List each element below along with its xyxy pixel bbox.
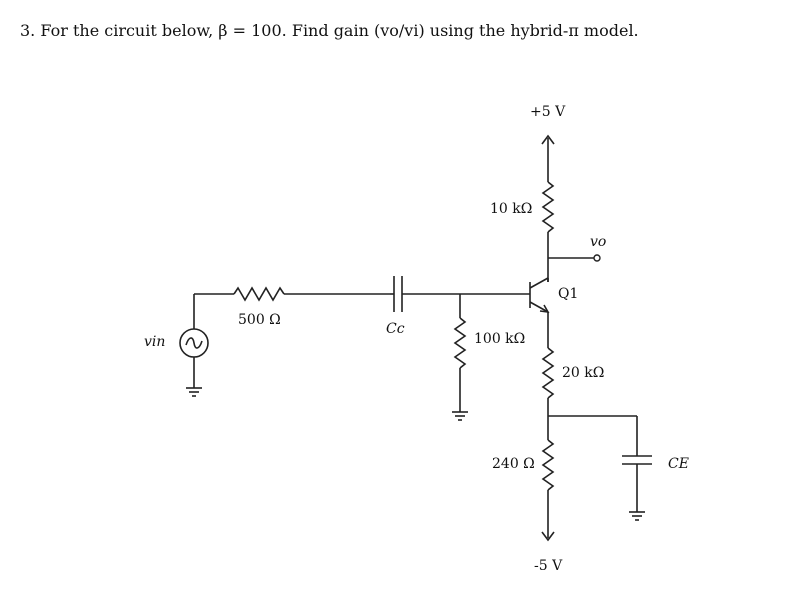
cc-label: Cc [386,321,405,337]
ground-ce [629,511,645,521]
vee-supply [541,531,555,542]
cc-capacitor [390,276,403,312]
vee-label: -5 V [534,558,563,574]
rb-resistor [453,317,467,369]
ce-capacitor [622,416,652,512]
re2-label: 240 Ω [492,456,535,472]
q1-label: Q1 [558,286,578,302]
re2-resistor [541,439,555,491]
rc-label: 10 kΩ [490,201,532,217]
re1-label: 20 kΩ [562,365,604,381]
problem-number: 3. [20,21,36,40]
problem-statement: 3. For the circuit below, β = 100. Find … [20,20,780,42]
re1-resistor [541,347,555,399]
ground-rb [452,411,468,421]
rs-resistor [233,286,285,302]
q1-transistor [529,277,550,313]
vo-output-node [548,254,601,262]
vin-source [179,294,209,388]
rc-resistor [541,181,555,233]
ce-label: CE [668,456,689,472]
ground-vin [186,387,202,397]
vo-label: vo [590,234,606,250]
vcc-supply [541,134,555,182]
rs-label: 500 Ω [238,312,281,328]
rb-label: 100 kΩ [474,331,525,347]
vcc-label: +5 V [530,104,566,120]
vin-label: vin [144,334,165,350]
problem-text: For the circuit below, β = 100. Find gai… [40,21,639,40]
